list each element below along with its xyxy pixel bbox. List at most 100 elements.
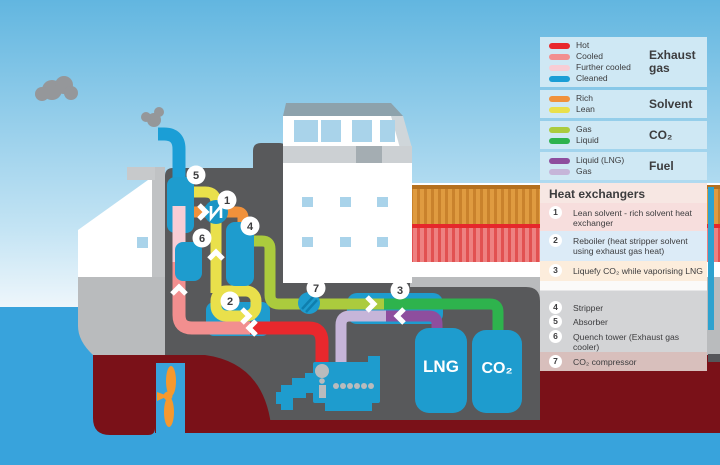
svg-text:2: 2 <box>227 296 233 308</box>
legend-label: Gas <box>576 124 592 135</box>
legend-label: Liquid (LNG) <box>576 155 625 166</box>
propeller-icon <box>157 366 176 427</box>
badge-7: 7 <box>306 278 326 298</box>
co2-tank: CO₂ <box>472 330 522 413</box>
badge-4: 4 <box>240 216 260 236</box>
swatch-fuel-liquid <box>549 157 570 164</box>
arrow-left-hot-exhaust <box>245 319 258 337</box>
legend-row: Further cooled <box>549 62 649 73</box>
legend-section-exhaust-gas: Hot Cooled Further cooled Cleaned Exhaus… <box>540 37 707 87</box>
stripper-tower <box>226 222 254 286</box>
pipe-solvent-lean-loop <box>210 285 262 322</box>
hx-item-4: 4 Stripper <box>540 298 707 314</box>
hx-panel-spacer <box>540 281 707 298</box>
legend-label: Liquid <box>576 135 599 146</box>
badge-6: 6 <box>192 228 212 248</box>
hx-label: Absorber <box>573 317 608 327</box>
engine <box>276 356 380 411</box>
legend-title-solvent: Solvent <box>649 96 693 111</box>
badge-2: 2 <box>220 291 240 311</box>
co2-tank-label: CO₂ <box>481 360 512 377</box>
badge-3: 3 <box>390 280 410 300</box>
legend-row: Hot <box>549 40 649 51</box>
hx-label: CO₂ compressor <box>573 357 637 367</box>
hx-item-7: 7 CO₂ compressor <box>540 352 707 371</box>
legend-panel: Hot Cooled Further cooled Cleaned Exhaus… <box>540 37 707 183</box>
arrow-right-rich-solvent <box>197 203 210 221</box>
quench-tower <box>175 242 202 281</box>
hx-number: 2 <box>549 234 562 247</box>
legend-row: Gas <box>549 124 649 135</box>
badge-5: 5 <box>186 165 206 185</box>
hx-label: Stripper <box>573 303 604 313</box>
legend-label: Gas <box>576 166 592 177</box>
pipe-fuel-gas <box>335 310 386 362</box>
legend-label: Cooled <box>576 51 603 62</box>
legend-label: Hot <box>576 40 590 51</box>
badge-1: 1 <box>217 190 237 210</box>
superstructure <box>283 103 412 283</box>
hx-label: Lean solvent - rich solvent heat exchang… <box>573 208 692 229</box>
smoke-cloud-icon <box>35 76 164 127</box>
legend-label: Cleaned <box>576 73 608 84</box>
swatch-hot <box>549 42 570 49</box>
legend-section-solvent: Rich Lean Solvent <box>540 90 707 118</box>
lng-tank-label: LNG <box>423 357 459 376</box>
pipe-exhaust-cleaned-funnel <box>158 127 186 186</box>
legend-label: Lean <box>576 104 595 115</box>
arrow-right-co2-gas <box>365 295 378 313</box>
hx-number: 5 <box>549 315 562 328</box>
pipe-solvent-rich <box>192 206 249 228</box>
heat-exchangers-title: Heat exchangers <box>540 183 707 203</box>
hx-label: Quench tower (Exhaust gas cooler) <box>573 332 680 353</box>
legend-row: Liquid (LNG) <box>549 155 649 166</box>
svg-text:6: 6 <box>199 233 205 245</box>
stern-deck-sliver <box>708 354 720 362</box>
hx-item-6: 6 Quench tower (Exhaust gas cooler) <box>540 327 707 352</box>
legend-section-fuel: Liquid (LNG) Gas Fuel <box>540 152 707 180</box>
arrow-right-reboiler-loop <box>240 307 253 325</box>
legend-row: Liquid <box>549 135 649 146</box>
svg-text:3: 3 <box>397 285 403 297</box>
swatch-co2-liquid <box>549 137 570 144</box>
arrow-up-lean-solvent <box>207 248 225 261</box>
hx-label: Liquefy CO₂ while vaporising LNG <box>573 266 703 276</box>
hx-number: 6 <box>549 330 562 343</box>
legend-title-fuel: Fuel <box>649 158 674 173</box>
co2-compressor-icon <box>298 292 320 314</box>
legend-label: Rich <box>576 93 594 104</box>
svg-text:1: 1 <box>224 195 230 207</box>
hx-item-5: 5 Absorber <box>540 312 707 328</box>
legend-label: Further cooled <box>576 62 631 73</box>
pipe-exhaust-hot <box>250 321 329 370</box>
swatch-fuel-gas <box>549 168 570 175</box>
swatch-cooled <box>549 53 570 60</box>
hx-label: Reboiler (heat stripper solvent using ex… <box>573 236 688 257</box>
diagram-badges: 1 2 3 4 5 6 7 <box>186 165 410 311</box>
flow-arrows <box>170 203 406 337</box>
legend-title-co2: CO₂ <box>649 127 673 142</box>
accommodation-windows <box>302 197 388 247</box>
arrow-left-lng <box>393 307 406 325</box>
svg-text:5: 5 <box>193 170 199 182</box>
lng-tank: LNG <box>415 328 467 413</box>
legend-row: Cooled <box>549 51 649 62</box>
pipe-fuel-liquid-lng <box>384 310 443 334</box>
hx-item-3: 3 Liquefy CO₂ while vaporising LNG <box>540 261 707 281</box>
legend-section-co2: Gas Liquid CO₂ <box>540 121 707 149</box>
legend-title-exhaust-gas: Exhaust gas <box>649 48 696 75</box>
swatch-cleaned <box>549 75 570 82</box>
legend-row: Lean <box>549 104 649 115</box>
hx-number: 3 <box>549 264 562 277</box>
legend-row: Rich <box>549 93 649 104</box>
hx-number: 4 <box>549 301 562 314</box>
svg-text:4: 4 <box>247 221 254 233</box>
swatch-further-cooled <box>549 64 570 71</box>
bridge-windows <box>294 120 395 142</box>
hx-item-2: 2 Reboiler (heat stripper solvent using e… <box>540 231 707 261</box>
arrow-up-exhaust <box>170 283 188 296</box>
hx-number: 7 <box>549 355 562 368</box>
